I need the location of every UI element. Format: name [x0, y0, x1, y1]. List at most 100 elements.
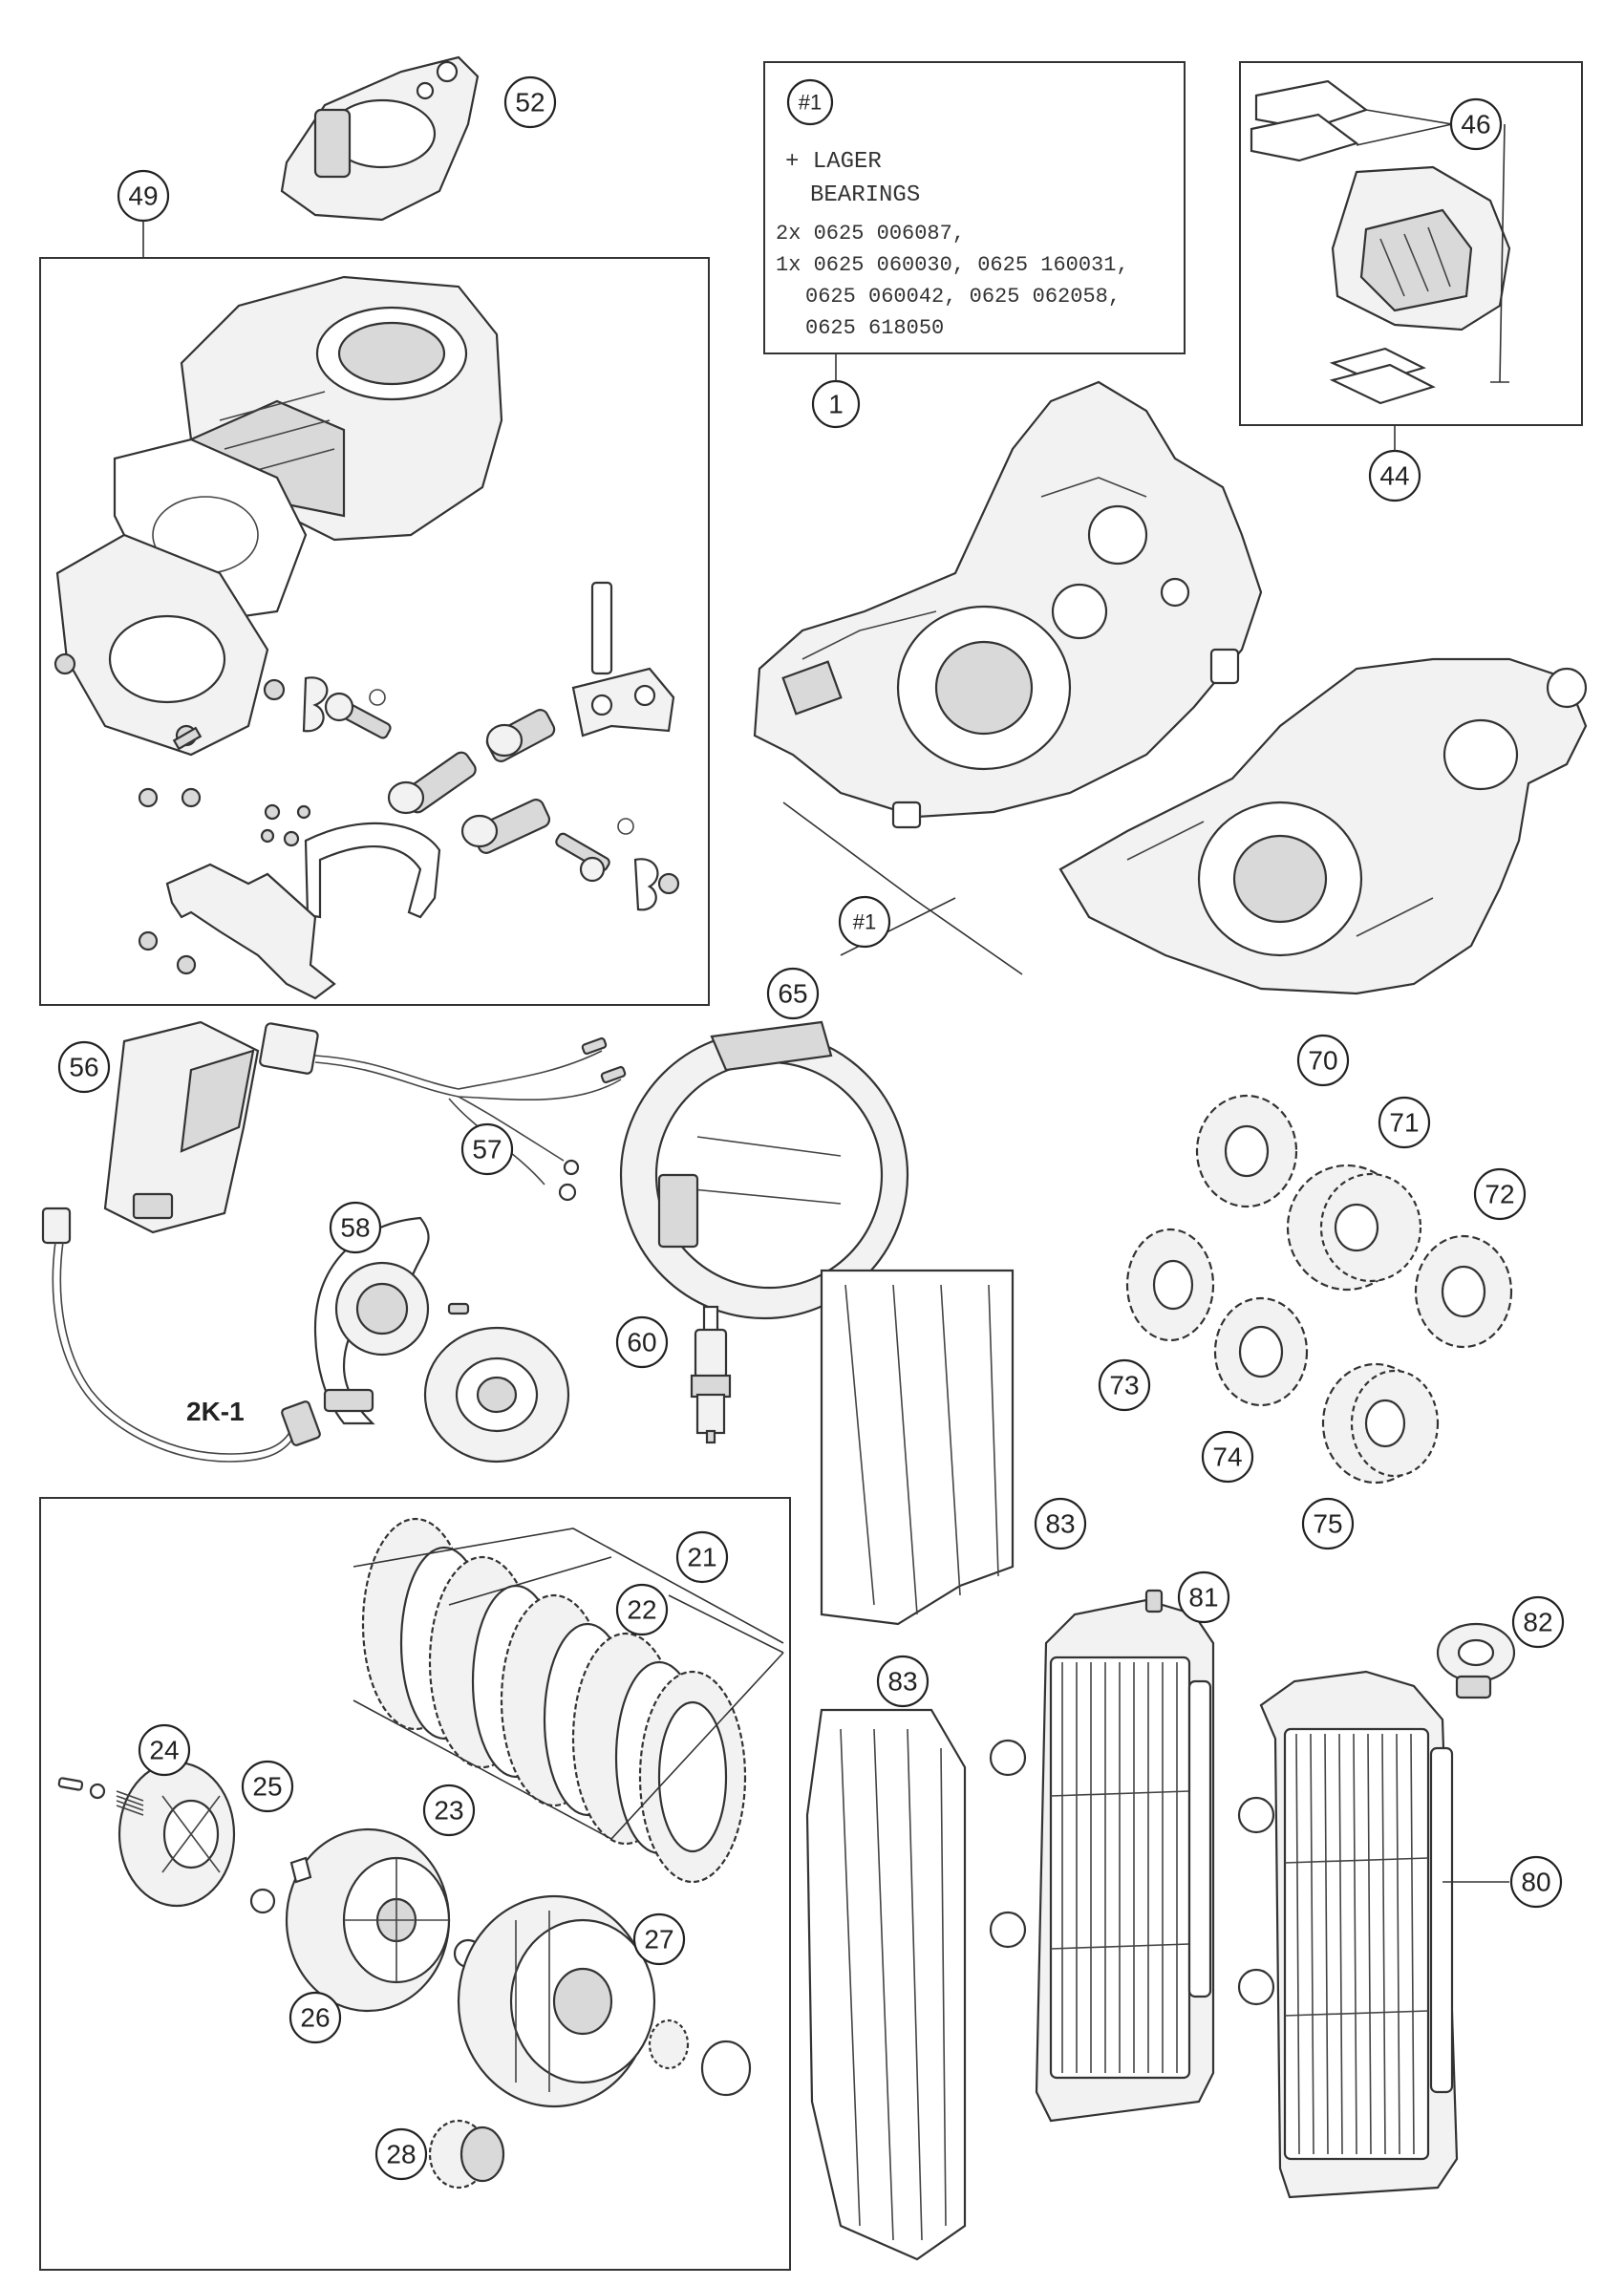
gear-72: [1414, 1234, 1513, 1349]
svg-text:21: 21: [687, 1543, 716, 1572]
note-line-1: + LAGER: [785, 149, 882, 175]
svg-text:27: 27: [644, 1925, 673, 1955]
svg-text:#1: #1: [853, 910, 876, 934]
callout-21: 21: [675, 1530, 729, 1584]
gear-71: [1286, 1164, 1422, 1292]
radiator-right: [1237, 1670, 1459, 2199]
cylinder-head: [280, 55, 480, 222]
svg-text:80: 80: [1521, 1868, 1550, 1897]
clutch-plates: [353, 1517, 784, 1884]
callout-52: 52: [503, 75, 557, 129]
valve-bracket: [571, 581, 675, 737]
svg-text:25: 25: [252, 1772, 282, 1802]
pressure-plate: [118, 1761, 236, 1908]
crankcase-left: [753, 380, 1263, 829]
clutch-basket: [457, 1894, 752, 2108]
control-lever: [304, 822, 441, 919]
callout-65: 65: [766, 967, 820, 1020]
ignition-cover: [619, 1020, 909, 1320]
callout-27: 27: [632, 1912, 686, 1966]
svg-text:57: 57: [472, 1135, 502, 1164]
gear-70: [1195, 1094, 1298, 1208]
callout-23: 23: [422, 1784, 476, 1837]
callout-80: 80: [1509, 1855, 1563, 1909]
cylinder-kit-box: [39, 257, 710, 1006]
gear-75: [1321, 1362, 1440, 1485]
reed-valve-block: [1250, 79, 1511, 405]
note-ref: #1: [799, 91, 822, 115]
callout-28: 28: [374, 2127, 428, 2181]
callout-25: 25: [241, 1760, 294, 1813]
callout-57: 57: [460, 1122, 514, 1176]
bearing-note: #1 + LAGER BEARINGS 2x 0625 006087, 1x 0…: [776, 78, 1129, 340]
svg-text:56: 56: [69, 1053, 98, 1082]
callout-56: 56: [57, 1040, 111, 1094]
clutch-hub: [249, 1827, 483, 2013]
note-line-5: 0625 060042, 0625 062058,: [805, 285, 1121, 309]
small-hardware: [53, 652, 634, 847]
svg-text:22: 22: [627, 1595, 656, 1625]
stator-part-label: 2K-1: [186, 1397, 245, 1426]
note-line-4: 1x 0625 060030, 0625 160031,: [776, 253, 1129, 277]
reed-valve-box: [1239, 61, 1583, 426]
note-line-2: BEARINGS: [810, 182, 920, 208]
wiring-harness: [259, 1022, 627, 1202]
svg-text:1: 1: [828, 390, 844, 419]
callout-22: 22: [615, 1583, 669, 1636]
exhaust-flange: [55, 533, 269, 757]
svg-text:23: 23: [434, 1796, 463, 1826]
callout-75: 75: [1301, 1497, 1355, 1550]
svg-text:52: 52: [515, 88, 545, 118]
svg-text:49: 49: [128, 182, 158, 211]
exhaust-valves: [324, 692, 610, 883]
svg-text:82: 82: [1523, 1608, 1552, 1637]
callout-83-lower: 83: [876, 1655, 930, 1708]
callout-44: 44: [1368, 449, 1421, 502]
svg-text:71: 71: [1389, 1108, 1419, 1138]
svg-text:74: 74: [1212, 1442, 1242, 1472]
callout-83-upper: 83: [1034, 1497, 1087, 1550]
bearing-note-box: [763, 61, 1186, 354]
radiator-cap: [1436, 1622, 1516, 1699]
callout-1: 1: [811, 379, 861, 429]
note-line-3: 2x 0625 006087,: [776, 222, 965, 246]
svg-text:60: 60: [627, 1328, 656, 1357]
svg-text:72: 72: [1485, 1180, 1514, 1209]
svg-text:83: 83: [1045, 1509, 1075, 1539]
crankcase-right: [1058, 648, 1588, 995]
cdi-unit: [103, 1020, 260, 1234]
callout-46: 46: [1449, 97, 1503, 151]
callout-49: 49: [117, 169, 170, 223]
svg-text:58: 58: [340, 1213, 370, 1243]
spark-plug: [690, 1305, 732, 1444]
callout-crankcase: #1: [838, 895, 891, 949]
svg-text:46: 46: [1461, 110, 1490, 139]
clutch-springs: [57, 1777, 144, 1816]
callout-72: 72: [1473, 1167, 1527, 1221]
clutch-kit-box: [39, 1497, 791, 2271]
svg-text:24: 24: [149, 1736, 179, 1765]
svg-text:83: 83: [887, 1667, 917, 1697]
callout-70: 70: [1296, 1034, 1350, 1087]
callout-24: 24: [138, 1723, 191, 1777]
radiator-louver-upper: [820, 1269, 1015, 1626]
radiator-left: [989, 1589, 1215, 2123]
svg-text:44: 44: [1379, 461, 1409, 491]
svg-text:75: 75: [1313, 1509, 1342, 1539]
svg-text:73: 73: [1109, 1371, 1139, 1400]
callout-60: 60: [615, 1315, 669, 1369]
callout-73: 73: [1098, 1358, 1151, 1412]
callout-82: 82: [1511, 1595, 1565, 1649]
stator-assembly: 2K-1: [41, 1207, 570, 1463]
cover-plate: [138, 863, 336, 1000]
note-line-6: 0625 618050: [805, 316, 944, 340]
svg-text:28: 28: [386, 2140, 416, 2169]
cylinder-bolts: [633, 858, 680, 911]
svg-text:65: 65: [778, 979, 807, 1009]
callout-74: 74: [1201, 1430, 1254, 1484]
svg-text:26: 26: [300, 2003, 330, 2033]
gear-73: [1125, 1228, 1215, 1342]
callouts: 52 49 1 46 44 #1 56 57 65 58 60 70 71 72…: [57, 75, 1565, 2181]
gear-74: [1213, 1296, 1309, 1407]
